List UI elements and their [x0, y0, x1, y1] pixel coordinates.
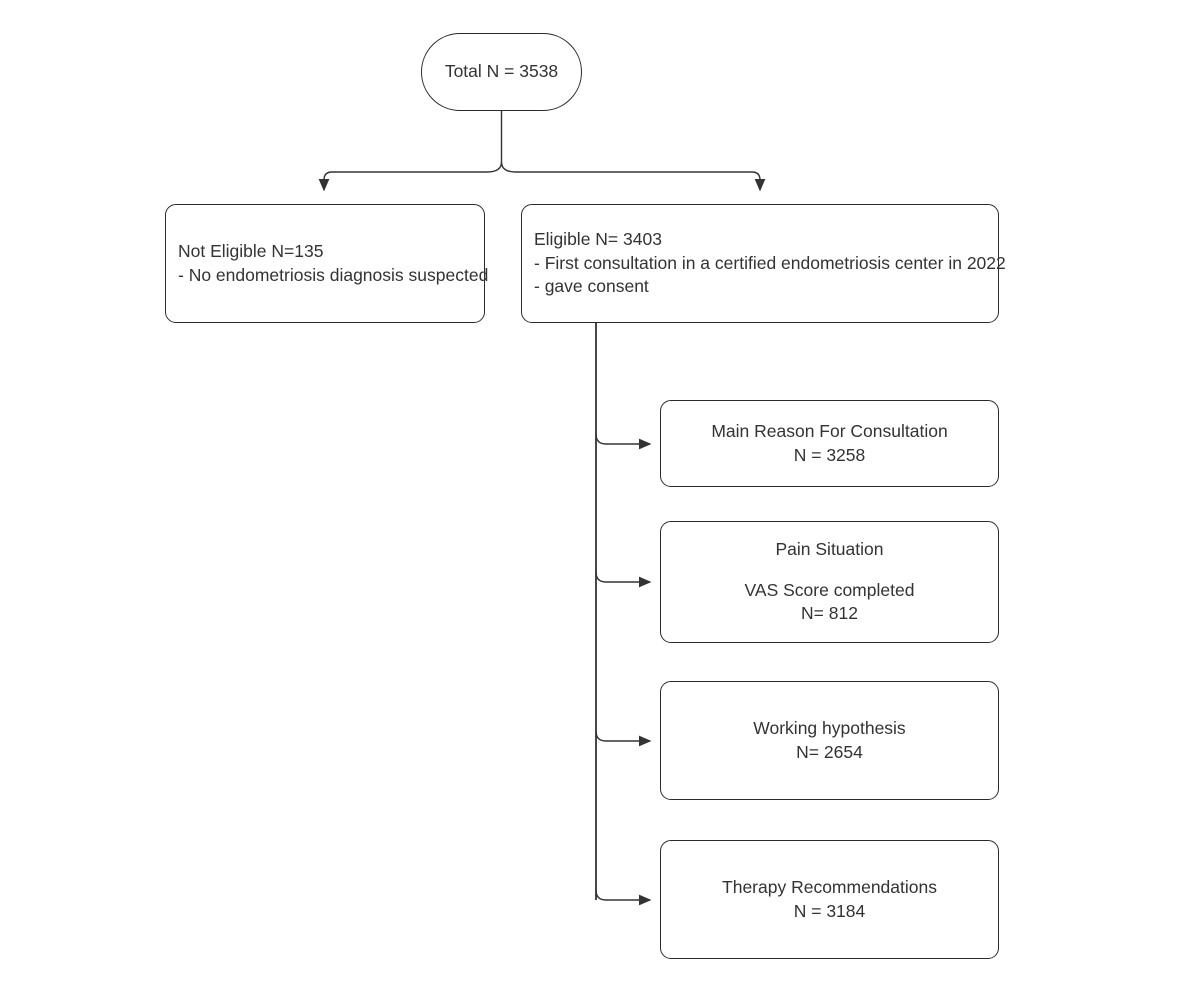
edge-eligible-to-working-hypothesis [595, 730, 652, 747]
node-pain-situation-text: Pain Situation VAS Score completed N= 81… [745, 538, 915, 626]
node-working-hypothesis-line-1: N= 2654 [796, 741, 863, 762]
node-eligible-text: Eligible N= 3403 - First consultation in… [534, 228, 1006, 299]
node-main-reason-line-1: N = 3258 [793, 444, 866, 465]
node-total-text: Total N = 3538 [445, 60, 558, 84]
node-pain-situation-line-3: N= 812 [801, 603, 858, 624]
edge-eligible-to-therapy-recommendations [595, 889, 652, 906]
node-total[interactable]: Total N = 3538 [421, 33, 582, 111]
node-not-eligible-line-1: - No endometriosis diagnosis suspected [178, 264, 489, 285]
node-eligible-line-2: - gave consent [534, 276, 649, 297]
edge-eligible-to-pain-situation [595, 571, 652, 588]
node-working-hypothesis[interactable]: Working hypothesis N= 2654 [660, 681, 999, 800]
node-eligible-line-0: Eligible N= 3403 [534, 229, 662, 250]
node-total-line-0: Total N = 3538 [444, 61, 559, 82]
node-pain-situation-spacer [745, 562, 915, 579]
node-not-eligible-line-0: Not Eligible N=135 [178, 240, 324, 261]
node-not-eligible-text: Not Eligible N=135 - No endometriosis di… [178, 240, 488, 287]
node-eligible-line-1: - First consultation in a certified endo… [534, 252, 1006, 273]
node-working-hypothesis-line-0: Working hypothesis [753, 717, 906, 738]
node-pain-situation-line-2: VAS Score completed [744, 579, 915, 600]
node-working-hypothesis-text: Working hypothesis N= 2654 [753, 717, 905, 764]
edge-total-to-not-eligible [318, 161, 503, 192]
node-main-reason[interactable]: Main Reason For Consultation N = 3258 [660, 400, 999, 487]
node-eligible[interactable]: Eligible N= 3403 - First consultation in… [521, 204, 1006, 323]
node-pain-situation[interactable]: Pain Situation VAS Score completed N= 81… [660, 521, 999, 643]
node-main-reason-line-0: Main Reason For Consultation [711, 420, 948, 441]
node-therapy-recommendations-line-1: N = 3184 [793, 900, 866, 921]
node-not-eligible[interactable]: Not Eligible N=135 - No endometriosis di… [165, 204, 488, 323]
edge-eligible-to-main-reason [595, 433, 652, 450]
node-therapy-recommendations[interactable]: Therapy Recommendations N = 3184 [660, 840, 999, 959]
node-therapy-recommendations-text: Therapy Recommendations N = 3184 [722, 876, 937, 923]
edge-total-to-eligible [500, 161, 766, 192]
node-therapy-recommendations-line-0: Therapy Recommendations [722, 876, 937, 897]
node-main-reason-text: Main Reason For Consultation N = 3258 [711, 420, 947, 467]
node-pain-situation-line-0: Pain Situation [775, 539, 884, 560]
